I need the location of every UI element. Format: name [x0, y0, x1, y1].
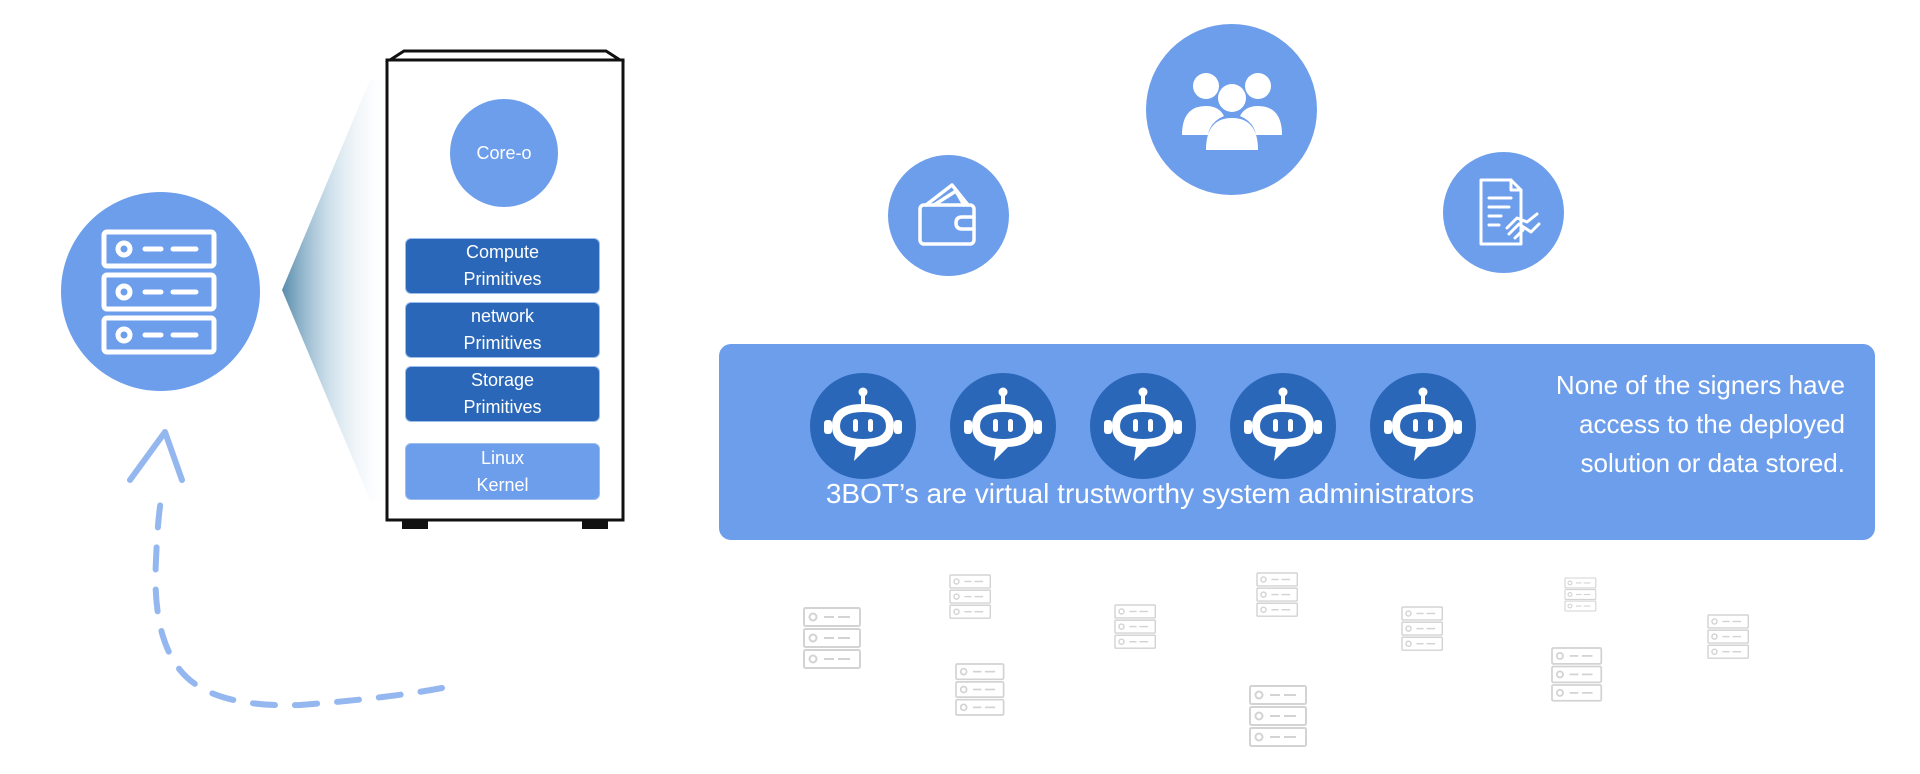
people-icon	[1182, 73, 1282, 150]
faded-server-icon	[1707, 614, 1750, 659]
core-o-label: Core-o	[476, 142, 532, 163]
bot-icon	[964, 387, 1042, 461]
bot-avatar-2	[950, 373, 1056, 479]
signers-note: None of the signers have access to the d…	[1555, 370, 1845, 478]
dashed-return-arrow	[127, 429, 445, 709]
wallet-icon	[918, 183, 976, 246]
bot-icon	[1104, 387, 1182, 461]
core-o-circle: Core-o	[450, 99, 558, 207]
linux-kernel-label: Linux Kernel	[476, 447, 529, 495]
server-rack-icon	[101, 229, 217, 355]
network-primitives-block: network Primitives	[405, 302, 600, 358]
bot-icon	[824, 387, 902, 461]
bot-avatar-3	[1090, 373, 1196, 479]
faded-server-icon	[1401, 606, 1444, 651]
wallet-circle	[888, 155, 1009, 276]
people-circle	[1146, 24, 1317, 195]
faded-server-icon	[1256, 572, 1299, 617]
contract-handshake-icon	[1479, 178, 1541, 246]
storage-primitives-label: Storage Primitives	[463, 370, 542, 417]
faded-server-icon	[955, 663, 1005, 716]
faded-server-icon	[1114, 604, 1157, 649]
faded-server-icon	[1564, 577, 1597, 612]
zoom-cone	[282, 80, 390, 500]
network-primitives-label: network Primitives	[463, 306, 542, 353]
bot-avatar-5	[1370, 373, 1476, 479]
storage-primitives-block: Storage Primitives	[405, 366, 600, 422]
faded-server-icon	[949, 574, 992, 619]
faded-server-icon	[803, 607, 861, 669]
compute-primitives-block: Compute Primitives	[405, 238, 600, 294]
bot-avatar-4	[1230, 373, 1336, 479]
contract-circle	[1443, 152, 1564, 273]
linux-kernel-block: Linux Kernel	[405, 443, 600, 500]
faded-servers-field	[803, 572, 1750, 747]
bot-avatar-1	[810, 373, 916, 479]
faded-server-icon	[1551, 647, 1603, 702]
server-node-circle	[61, 192, 260, 391]
bot-icon	[1244, 387, 1322, 461]
bot-icon	[1384, 387, 1462, 461]
faded-server-icon	[1249, 685, 1307, 747]
bots-caption: 3BOT’s are virtual trustworthy system ad…	[825, 478, 1475, 509]
compute-primitives-label: Compute Primitives	[463, 242, 542, 289]
